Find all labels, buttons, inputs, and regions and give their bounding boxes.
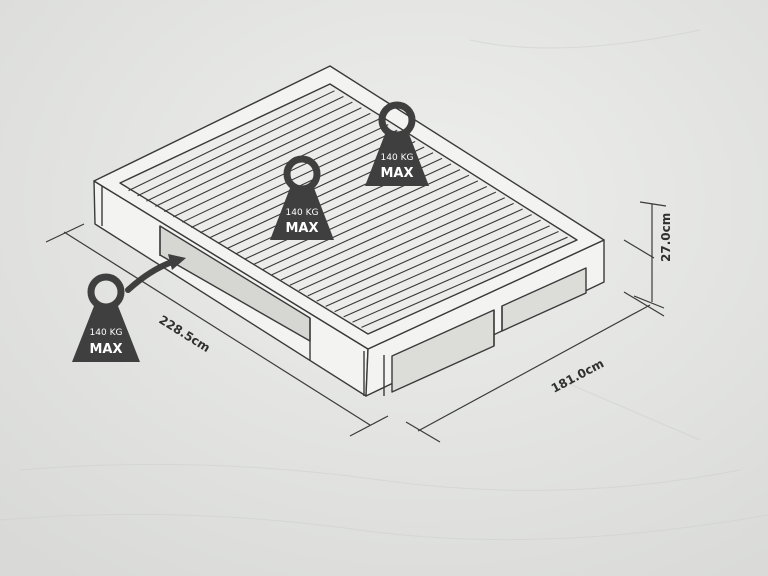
slat: [289, 191, 497, 286]
slat-bed: [119, 83, 578, 335]
slat: [146, 101, 353, 202]
weight-kg-label: 140 KG: [286, 208, 319, 218]
weight-max-label: MAX: [285, 221, 318, 236]
slat: [361, 236, 568, 328]
length-dimension-line: [63, 231, 371, 426]
paper-texture: [0, 29, 768, 541]
weight-icon: 140 KG MAX: [72, 273, 140, 362]
slat: [280, 186, 488, 281]
weight-kg-label: 140 KG: [90, 328, 123, 338]
weight-icon: 140 KG MAX: [365, 101, 429, 186]
slat: [334, 219, 541, 313]
dimension-lines: [45, 201, 667, 443]
height-dimension-label: 27.0cm: [659, 213, 673, 262]
slat: [307, 202, 514, 297]
slat: [325, 214, 532, 307]
slat: [262, 174, 470, 271]
weight-icon: 140 KG MAX: [270, 155, 334, 240]
weight-kg-label: 140 KG: [381, 153, 414, 163]
weight-max-label: MAX: [380, 166, 413, 181]
slat: [137, 95, 344, 197]
slat: [155, 107, 362, 207]
slat: [352, 231, 559, 323]
slat: [343, 225, 550, 318]
arrow-icon: [125, 254, 186, 293]
slat: [128, 90, 335, 192]
slat: [199, 135, 407, 234]
bed-frame: [93, 65, 605, 397]
slat: [298, 197, 506, 292]
width-dimension-line: [417, 304, 651, 432]
slat: [316, 208, 523, 302]
slat: [164, 112, 371, 213]
slat: [190, 129, 398, 228]
weight-max-label: MAX: [89, 342, 122, 357]
slat: [173, 118, 380, 218]
slat: [271, 180, 479, 276]
